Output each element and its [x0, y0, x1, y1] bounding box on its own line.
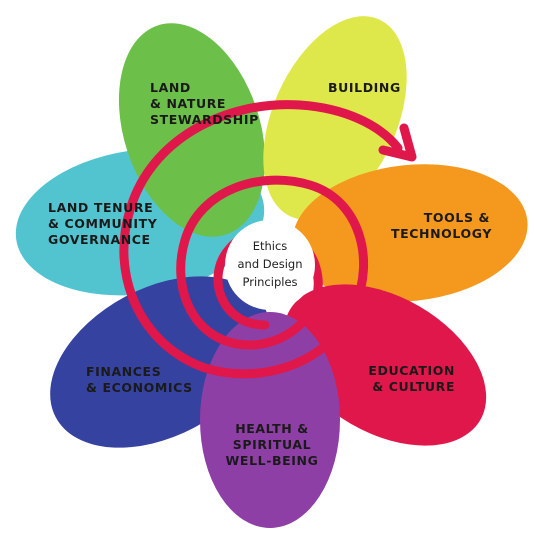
petal-health	[200, 312, 340, 528]
label-line: HEALTH &	[235, 421, 309, 436]
label-line: TECHNOLOGY	[391, 226, 492, 241]
petal-group	[15, 16, 528, 528]
label-line: & ECONOMICS	[86, 380, 193, 395]
label-line: & CULTURE	[372, 379, 455, 394]
label-tools: TOOLS & TECHNOLOGY	[391, 210, 492, 241]
label-line: EDUCATION	[368, 363, 455, 378]
petal-building	[263, 16, 407, 220]
label-health: HEALTH & SPIRITUAL WELL-BEING	[226, 421, 319, 468]
label-line: LAND TENURE	[48, 200, 153, 215]
label-line: BUILDING	[328, 80, 401, 95]
label-education: EDUCATION & CULTURE	[368, 363, 455, 394]
label-line: STEWARDSHIP	[150, 112, 259, 127]
label-line: TOOLS &	[424, 210, 490, 225]
label-line: & NATURE	[150, 96, 226, 111]
label-land-tenure: LAND TENURE & COMMUNITY GOVERNANCE	[48, 200, 158, 247]
label-line: LAND	[150, 80, 191, 95]
center-label: Ethics and Design Principles	[238, 239, 303, 289]
label-line: GOVERNANCE	[48, 232, 151, 247]
label-line: SPIRITUAL	[233, 437, 311, 452]
label-finances: FINANCES & ECONOMICS	[86, 364, 193, 395]
label-line: FINANCES	[86, 364, 161, 379]
center-circle	[225, 220, 315, 310]
center-line-3: Principles	[242, 275, 297, 289]
center-line-2: and Design	[238, 257, 303, 271]
label-line: & COMMUNITY	[48, 216, 158, 231]
spiral-arrowhead	[378, 123, 417, 162]
label-line: WELL-BEING	[226, 453, 319, 468]
center-line-1: Ethics	[253, 239, 288, 253]
petal-tools	[292, 164, 528, 302]
label-building: BUILDING	[328, 80, 401, 95]
label-land-nature: LAND & NATURE STEWARDSHIP	[150, 80, 259, 127]
